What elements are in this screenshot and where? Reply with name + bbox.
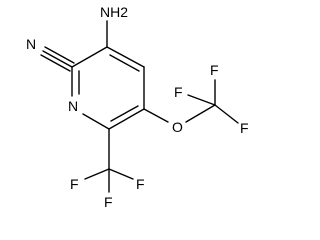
bond-cf3-f2 [84,168,110,180]
bond-c-f3 [214,104,239,124]
bond-c5-o [143,108,169,123]
bond-c5-c6-inner [110,105,139,122]
bond-nitrile-1 [42,50,73,68]
ether-o-label: O [172,119,183,135]
bond-cf3-f3 [108,168,134,180]
cf3-f3-label: F [136,176,145,192]
bond-c6-n1 [82,113,110,130]
ocf3-f3-label: F [240,120,249,136]
bond-c-f2 [187,94,216,106]
bond-c3-c4 [106,46,145,68]
ring-n-label: N [68,98,78,114]
amino-label: NH2 [100,4,128,20]
bond-c3-c4-inner [109,54,140,72]
bond-c5-c6 [108,108,145,130]
ocf3-f1-label: F [210,62,219,78]
nitrile-n-label: N [26,36,36,52]
ocf3-f2-label: F [174,84,183,100]
bond-c2-c3 [71,46,108,68]
bond-nitrile-2 [40,54,71,72]
bond-nitrile-3 [44,46,75,64]
cf3-f2-label: F [70,176,79,192]
bond-o-c [185,104,216,123]
cf3-f1-label: F [104,194,113,210]
chemical-structure: NH2 N N O F F F F F F [26,4,249,210]
